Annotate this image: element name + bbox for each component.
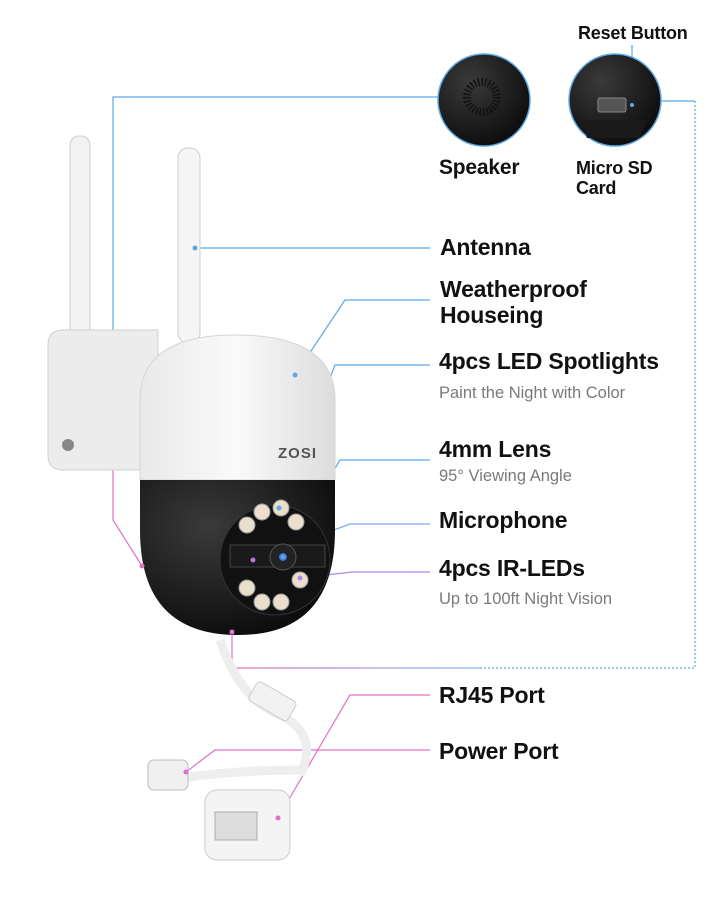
antenna-label: Antenna bbox=[440, 234, 531, 260]
lens-sub: 95° Viewing Angle bbox=[439, 467, 572, 485]
ir-leds-label: 4pcs IR-LEDs bbox=[439, 555, 585, 581]
power-port-label: Power Port bbox=[439, 738, 559, 764]
microphone-label: Microphone bbox=[439, 507, 568, 533]
lens-label: 4mm Lens bbox=[439, 436, 552, 462]
housing-label-2: Houseing bbox=[440, 302, 544, 328]
micro-sd-detail bbox=[568, 53, 662, 147]
ir-leds-sub: Up to 100ft Night Vision bbox=[439, 590, 613, 608]
speaker-detail bbox=[437, 53, 531, 147]
led-spotlights-label: 4pcs LED Spotlights bbox=[439, 348, 659, 374]
reset-button-label: Reset Button bbox=[578, 23, 688, 43]
housing-label-1: Weatherproof bbox=[440, 276, 587, 302]
micro-sd-label-2: Card bbox=[576, 178, 617, 198]
speaker-label: Speaker bbox=[439, 156, 520, 179]
brand-logo: ZOSI bbox=[278, 445, 317, 462]
led-spotlights-sub: Paint the Night with Color bbox=[439, 384, 626, 402]
rj45-port-label: RJ45 Port bbox=[439, 682, 545, 708]
micro-sd-label-1: Micro SD bbox=[576, 158, 653, 178]
